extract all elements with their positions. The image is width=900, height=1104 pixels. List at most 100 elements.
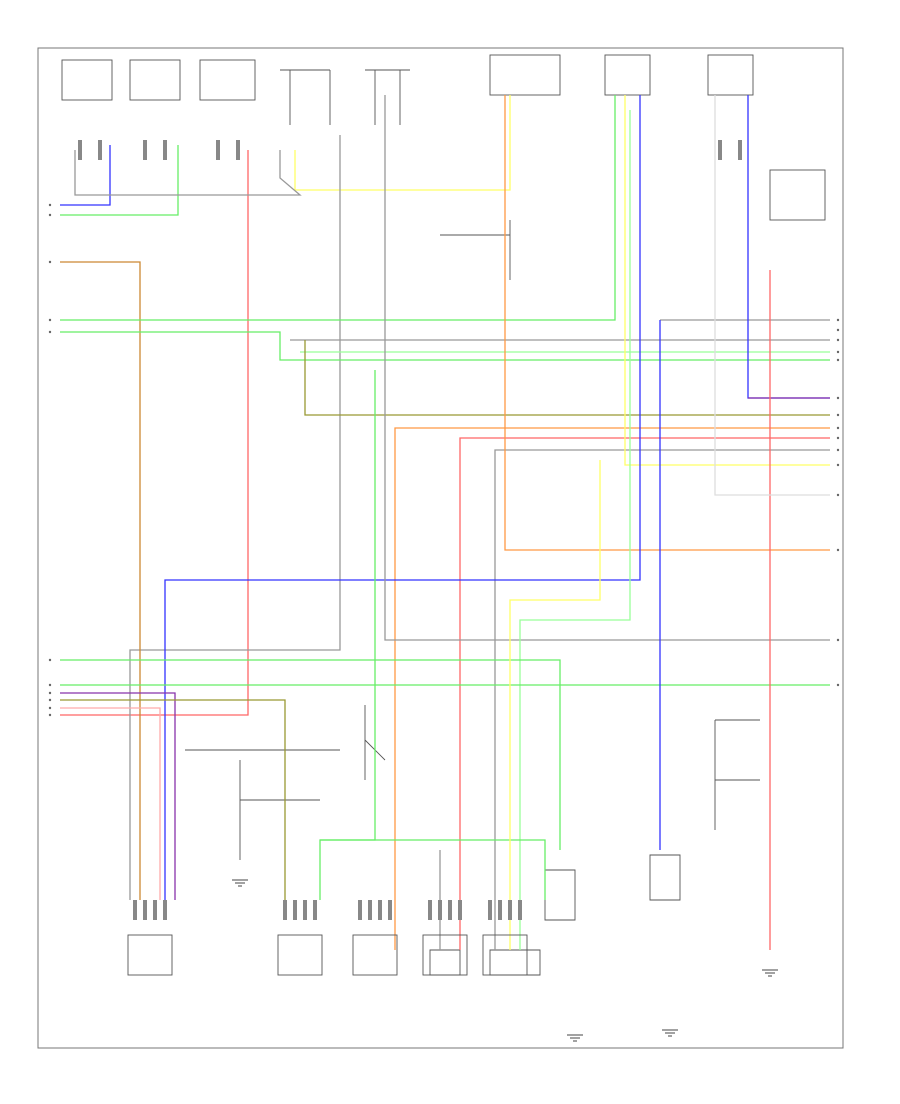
wire-grn bbox=[60, 331, 830, 361]
connector-pin bbox=[98, 140, 102, 160]
connector-pin bbox=[303, 900, 307, 920]
right-terminal bbox=[836, 436, 840, 440]
connector-pin bbox=[236, 140, 240, 160]
left-terminal bbox=[48, 698, 52, 702]
ground-symbol bbox=[762, 969, 778, 977]
wire-org bbox=[504, 95, 830, 551]
right-terminal bbox=[836, 426, 840, 430]
top-module-2 bbox=[129, 59, 181, 101]
connector-pin bbox=[163, 140, 167, 160]
top-switch-2 bbox=[365, 69, 410, 125]
connector-pin bbox=[438, 900, 442, 920]
ground-symbol bbox=[567, 1034, 583, 1042]
right-terminal bbox=[836, 350, 840, 354]
bottom-connector bbox=[277, 934, 323, 976]
wire-grn bbox=[60, 95, 616, 321]
wire-wht bbox=[714, 95, 830, 496]
wire-gry bbox=[384, 95, 830, 641]
left-terminal bbox=[48, 691, 52, 695]
connector-pin bbox=[498, 900, 502, 920]
left-switch bbox=[185, 749, 340, 860]
wire-grn bbox=[60, 145, 179, 216]
left-terminal bbox=[48, 706, 52, 710]
connector-pin bbox=[163, 900, 167, 920]
lower-switch-2 bbox=[649, 854, 681, 901]
terminal-layer bbox=[48, 203, 840, 717]
wire-red bbox=[459, 437, 830, 950]
bottom-connector bbox=[352, 934, 398, 976]
bottom-connector bbox=[127, 934, 173, 976]
right-terminal bbox=[836, 358, 840, 362]
wire-layer bbox=[60, 95, 830, 950]
connector-pin bbox=[358, 900, 362, 920]
bottom-module-4 bbox=[489, 949, 541, 976]
wire-gry bbox=[494, 449, 830, 950]
wire-blu bbox=[164, 95, 641, 900]
connector-pin bbox=[488, 900, 492, 920]
top-switch-1 bbox=[280, 69, 331, 125]
connector-pin bbox=[378, 900, 382, 920]
top-component-row bbox=[61, 54, 754, 125]
top-module-left bbox=[61, 59, 113, 101]
left-terminal bbox=[48, 713, 52, 717]
top-module-right-1 bbox=[489, 54, 561, 96]
connector-pin bbox=[458, 900, 462, 920]
connector-pin bbox=[368, 900, 372, 920]
right-terminal bbox=[836, 448, 840, 452]
wire-org bbox=[394, 427, 830, 950]
wire-pnk bbox=[60, 707, 161, 900]
top-module-3 bbox=[199, 59, 256, 101]
wire-yel bbox=[294, 95, 511, 191]
connector-pin bbox=[293, 900, 297, 920]
wire-olv bbox=[60, 699, 286, 900]
right-terminal bbox=[836, 683, 840, 687]
connector-pin bbox=[718, 140, 722, 160]
right-terminal bbox=[836, 548, 840, 552]
left-terminal bbox=[48, 683, 52, 687]
wire-grn bbox=[60, 659, 561, 850]
right-terminal bbox=[836, 328, 840, 332]
wire-grn bbox=[319, 370, 376, 900]
connector-pin bbox=[313, 900, 317, 920]
right-terminal bbox=[836, 463, 840, 467]
diagram-frame bbox=[37, 47, 844, 1049]
center-relay bbox=[440, 220, 511, 280]
right-terminal bbox=[836, 493, 840, 497]
left-terminal bbox=[48, 318, 52, 322]
bottom-module-3 bbox=[429, 949, 461, 976]
connector-pin bbox=[283, 900, 287, 920]
right-terminal bbox=[836, 413, 840, 417]
connector-pin bbox=[448, 900, 452, 920]
connector-pin bbox=[143, 140, 147, 160]
right-terminal bbox=[836, 318, 840, 322]
wire-gry bbox=[129, 135, 341, 900]
connector-pin bbox=[153, 900, 157, 920]
connector-pin bbox=[143, 900, 147, 920]
top-module-right-2 bbox=[604, 54, 651, 96]
wire-yel bbox=[624, 95, 830, 466]
connector-pin bbox=[428, 900, 432, 920]
left-terminal bbox=[48, 260, 52, 264]
wire-olv bbox=[304, 340, 830, 416]
ground-layer bbox=[232, 879, 778, 1042]
left-terminal bbox=[48, 213, 52, 217]
connector-pin bbox=[508, 900, 512, 920]
wire-gry bbox=[74, 150, 302, 196]
right-terminal bbox=[836, 638, 840, 642]
wire-vio bbox=[60, 692, 176, 900]
ground-symbol bbox=[662, 1029, 678, 1037]
connector-pin bbox=[388, 900, 392, 920]
connector-pin bbox=[216, 140, 220, 160]
connector-pin bbox=[133, 900, 137, 920]
left-terminal bbox=[48, 658, 52, 662]
wire-red bbox=[60, 150, 249, 716]
connector-pin bbox=[78, 140, 82, 160]
ground-symbol bbox=[232, 879, 248, 887]
connector-layer bbox=[78, 140, 742, 976]
wire-brn bbox=[60, 261, 141, 900]
connector-pin bbox=[738, 140, 742, 160]
right-terminal bbox=[836, 396, 840, 400]
wire-blu bbox=[60, 145, 111, 206]
